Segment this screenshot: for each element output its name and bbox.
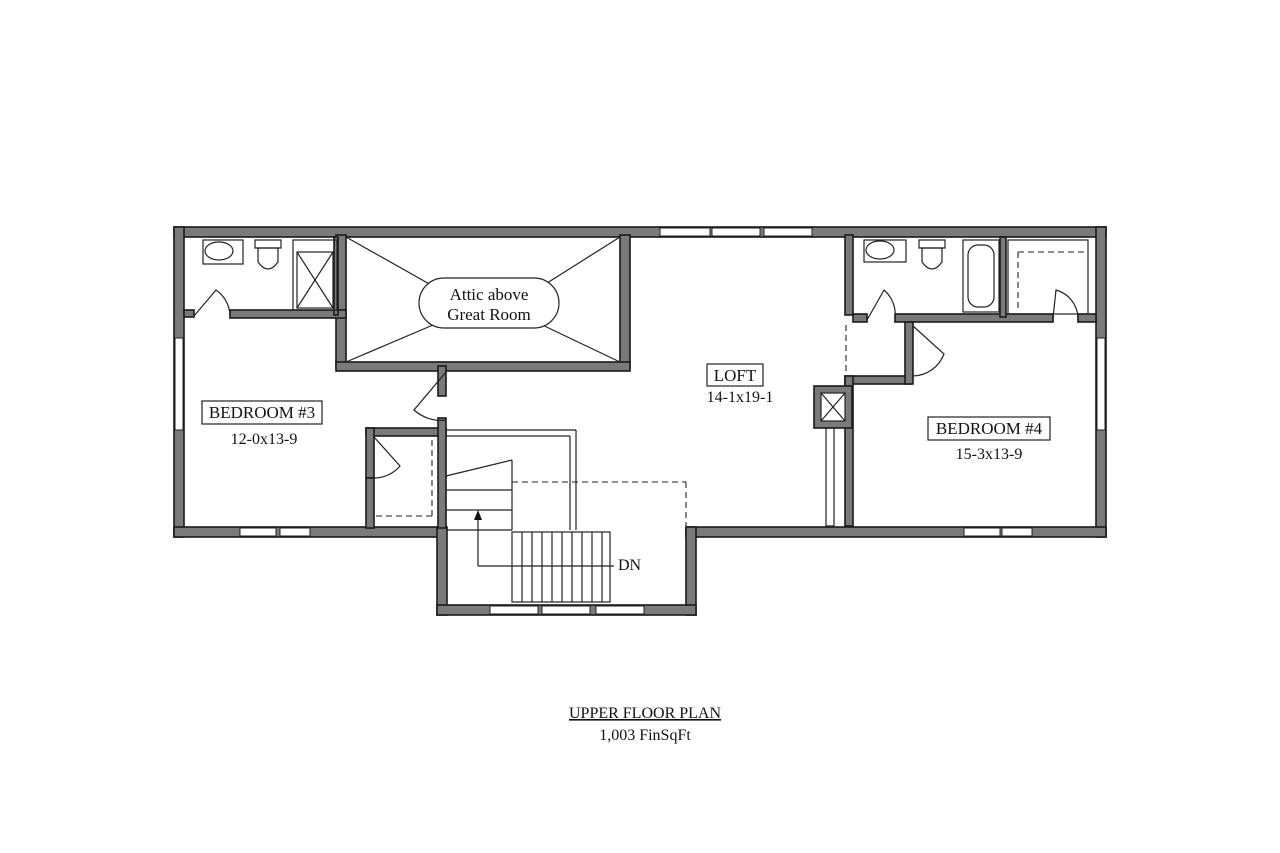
attic-label-line1: Attic above — [450, 285, 529, 304]
room-labels: LOFT 14-1x19-1 BEDROOM #3 12-0x13-9 BEDR… — [201, 363, 1051, 574]
bedroom-3-name: BEDROOM #3 — [209, 403, 315, 422]
loft-dims: 14-1x19-1 — [707, 389, 774, 406]
loft-label-box — [706, 363, 764, 387]
bedroom-4-dims: 15-3x13-9 — [956, 446, 1023, 463]
attic-label-line2: Great Room — [447, 305, 531, 324]
loft-stair-walls — [445, 385, 853, 603]
plan-area: 1,003 FinSqFt — [599, 727, 691, 744]
bedroom-4-walls — [844, 234, 1097, 527]
attic-label-box — [418, 277, 560, 329]
attic-area: Attic above Great Room — [335, 234, 631, 372]
stairs-down-label: DN — [618, 557, 642, 574]
bedroom-3-label-box — [201, 400, 323, 425]
plan-title: UPPER FLOOR PLAN — [569, 705, 721, 722]
loft-name: LOFT — [714, 366, 757, 385]
bedroom-4-name: BEDROOM #4 — [936, 419, 1043, 438]
plan-title-block: UPPER FLOOR PLAN 1,003 FinSqFt — [569, 705, 721, 744]
windows — [174, 227, 1106, 615]
bedroom-3-walls — [183, 236, 447, 529]
bedroom-3-dims: 12-0x13-9 — [231, 431, 298, 448]
bedroom-4-label-box — [927, 416, 1051, 441]
